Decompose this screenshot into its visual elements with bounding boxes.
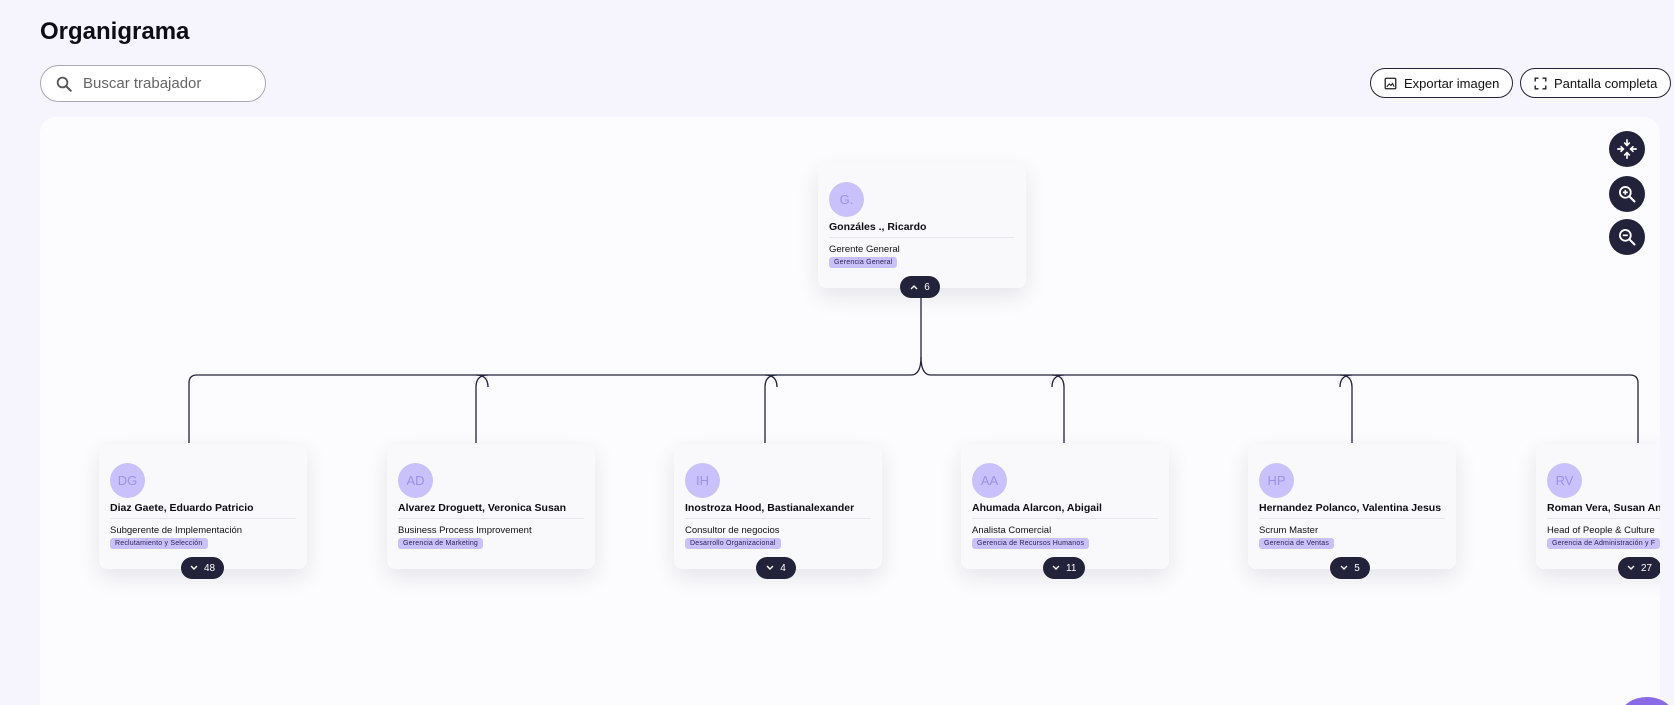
chevron-down-icon — [190, 565, 198, 570]
employee-role: Gerente General — [829, 244, 900, 255]
export-image-button[interactable]: Exportar imagen — [1370, 68, 1514, 98]
card-divider — [1547, 518, 1660, 519]
chevron-down-icon — [1627, 565, 1635, 570]
org-node[interactable]: AD Alvarez Droguett, Veronica Susan Busi… — [387, 444, 595, 569]
subordinate-count: 11 — [1066, 562, 1077, 574]
zoom-out-icon — [1619, 229, 1636, 246]
department-badge: Reclutamiento y Selección — [110, 538, 208, 549]
zoom-out-button[interactable] — [1609, 219, 1645, 255]
employee-role: Business Process Improvement — [398, 525, 532, 536]
image-icon — [1384, 77, 1397, 89]
employee-name: Hernandez Polanco, Valentina Jesus — [1259, 502, 1442, 514]
chevron-up-icon — [910, 285, 918, 290]
employee-role: Head of People & Culture — [1547, 525, 1655, 536]
expand-toggle-button[interactable]: 27 — [1618, 557, 1660, 579]
avatar: HP — [1259, 463, 1294, 498]
org-node[interactable]: DG Diaz Gaete, Eduardo Patricio Subgeren… — [99, 444, 307, 579]
card-divider — [685, 518, 871, 519]
card-divider — [972, 518, 1158, 519]
subordinate-count: 5 — [1354, 562, 1360, 574]
fullscreen-label: Pantalla completa — [1554, 75, 1658, 91]
subordinate-count: 48 — [204, 562, 216, 574]
employee-role: Subgerente de Implementación — [110, 525, 243, 536]
chevron-down-icon — [1052, 565, 1060, 570]
card-divider — [110, 518, 296, 519]
avatar: RV — [1547, 463, 1582, 498]
chevron-down-icon — [1340, 565, 1348, 570]
fullscreen-icon — [1534, 77, 1547, 89]
employee-name: Ahumada Alarcon, Abigail — [972, 502, 1102, 514]
zoom-in-button[interactable] — [1609, 176, 1645, 212]
employee-role: Consultor de negocios — [685, 525, 780, 536]
chevron-down-icon — [766, 565, 774, 570]
search-icon — [56, 76, 72, 92]
zoom-in-icon — [1619, 186, 1636, 203]
org-node[interactable]: AA Ahumada Alarcon, Abigail Analista Com… — [961, 444, 1169, 579]
fit-icon — [1617, 139, 1637, 159]
export-image-label: Exportar imagen — [1404, 75, 1500, 91]
employee-name: Inostroza Hood, Bastianalexander — [685, 502, 855, 514]
collapse-toggle-button[interactable]: 6 — [900, 276, 940, 298]
card-divider — [829, 237, 1015, 238]
employee-name: Gonzáles ., Ricardo — [829, 221, 927, 233]
org-node[interactable]: RV Roman Vera, Susan And Head of People … — [1536, 444, 1660, 579]
page-title: Organigrama — [40, 18, 190, 45]
department-badge: Gerencia de Ventas — [1259, 538, 1335, 549]
employee-name: Alvarez Droguett, Veronica Susan — [398, 502, 567, 514]
org-node[interactable]: IH Inostroza Hood, Bastianalexander Cons… — [674, 444, 882, 579]
avatar: DG — [110, 463, 145, 498]
search-input[interactable] — [83, 75, 253, 92]
org-node-root[interactable]: G. Gonzáles ., Ricardo Gerente General G… — [818, 163, 1026, 298]
expand-toggle-button[interactable]: 4 — [756, 557, 796, 579]
org-node[interactable]: HP Hernandez Polanco, Valentina Jesus Sc… — [1248, 444, 1456, 579]
org-connectors — [188, 279, 1639, 443]
card-divider — [398, 518, 584, 519]
avatar: AA — [972, 463, 1007, 498]
org-chart-canvas[interactable]: G. Gonzáles ., Ricardo Gerente General G… — [40, 117, 1660, 705]
expand-toggle-button[interactable]: 48 — [181, 557, 225, 579]
subordinate-count: 4 — [780, 562, 786, 574]
employee-role: Analista Comercial — [972, 525, 1052, 536]
expand-toggle-button[interactable]: 5 — [1330, 557, 1370, 579]
employee-name: Diaz Gaete, Eduardo Patricio — [110, 502, 254, 514]
department-badge: Gerencia de Recursos Humanos — [972, 538, 1090, 549]
fullscreen-button[interactable]: Pantalla completa — [1520, 68, 1672, 98]
employee-name: Roman Vera, Susan And — [1547, 502, 1660, 514]
subordinate-count: 6 — [924, 281, 930, 293]
avatar: AD — [398, 463, 433, 498]
department-badge: Gerencia de Marketing — [398, 538, 484, 549]
department-badge: Gerencia de Administración y F — [1547, 538, 1660, 549]
fit-view-button[interactable] — [1609, 131, 1645, 167]
employee-role: Scrum Master — [1259, 525, 1319, 536]
expand-toggle-button[interactable]: 11 — [1043, 557, 1086, 579]
avatar: IH — [685, 463, 720, 498]
subordinate-count: 27 — [1641, 562, 1653, 574]
department-badge: Desarrollo Organizacional — [685, 538, 781, 549]
avatar: G. — [829, 182, 864, 217]
search-box[interactable] — [40, 65, 266, 102]
chat-launcher-button[interactable] — [1620, 697, 1674, 705]
department-badge: Gerencia General — [829, 257, 898, 268]
card-divider — [1259, 518, 1445, 519]
